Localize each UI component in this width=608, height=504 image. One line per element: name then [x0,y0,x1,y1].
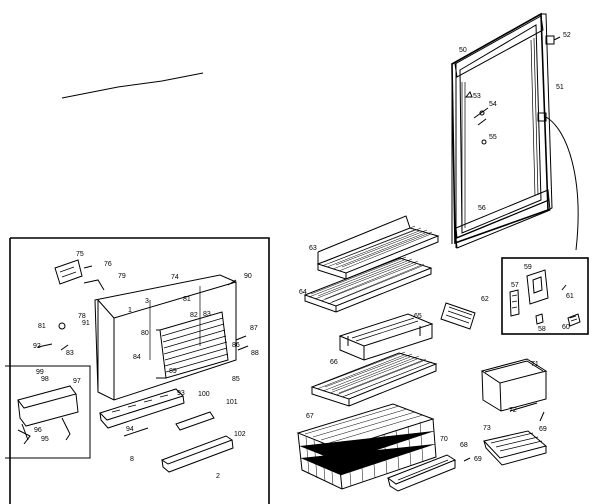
part-label-102: 102 [234,431,246,438]
heater-bar-102 [160,411,234,473]
bracket-76 [83,265,105,291]
part-label-78: 78 [78,313,86,320]
shelf-64 [303,256,433,313]
part-label-63: 63 [309,245,317,252]
fastener-81 [58,322,66,330]
part-label-96: 96 [34,427,42,434]
screw-69 [539,411,545,422]
part-label-65: 65 [414,313,422,320]
part-label-98a: 98 [41,376,49,383]
part-label-85: 85 [232,376,240,383]
wire-94 [123,427,149,437]
screw-69b [463,457,471,462]
part-label-83a: 83 [66,350,74,357]
part-label-57: 57 [511,282,519,289]
screw-90 [227,279,237,286]
part-label-91: 91 [82,320,90,327]
screws-83-92 [37,343,69,351]
inset-hinge-detail [501,257,589,335]
part-label-95: 95 [41,436,49,443]
part-label-59: 59 [524,264,532,271]
part-label-81b: 81 [183,296,191,303]
part-label-94: 94 [126,426,134,433]
bottom-rail-70 [386,454,457,492]
part-label-73: 73 [483,425,491,432]
part-label-82: 82 [190,312,198,319]
part-label-51: 51 [556,84,564,91]
thermostat-bracket [17,385,79,445]
part-label-84: 84 [133,354,141,361]
part-label-92: 92 [33,343,41,350]
part-label-79: 79 [118,273,126,280]
scan-stroke [61,72,204,99]
door-frame-assembly [451,12,579,251]
part-label-52: 52 [563,32,571,39]
part-label-93: 93 [177,390,185,397]
part-label-97: 97 [73,378,81,385]
shelf-66 [310,351,438,407]
evaporator-liner [94,274,237,401]
part-label-76: 76 [104,261,112,268]
sub-inset-frame [5,365,91,459]
part-label-2: 2 [216,473,220,480]
part-label-89: 89 [169,368,177,375]
part-label-66: 66 [330,359,338,366]
part-label-62: 62 [481,296,489,303]
part-label-88: 88 [251,350,259,357]
part-label-55: 55 [489,134,497,141]
part-label-72: 72 [509,407,517,414]
part-label-69: 69 [539,426,547,433]
ice-tray-73 [483,430,548,466]
shelf-63 [316,215,440,280]
part-label-61: 61 [566,293,574,300]
evaporator-coil-84 [156,311,229,379]
part-label-69b: 69 [474,456,482,463]
part-label-54: 54 [489,101,497,108]
part-label-87: 87 [250,325,258,332]
part-label-99: 99 [36,369,44,376]
door-bin-71 [480,358,548,412]
part-label-81a: 81 [38,323,46,330]
part-label-74: 74 [171,274,179,281]
part-label-101: 101 [226,399,238,406]
clips-86-88 [235,335,249,351]
part-label-90: 90 [244,273,252,280]
part-label-100: 100 [198,391,210,398]
part-label-68: 68 [460,442,468,449]
part-label-53: 53 [473,93,481,100]
part-label-70: 70 [440,436,448,443]
part-label-83b: 83 [203,311,211,318]
part-label-80: 80 [141,330,149,337]
drain-trough-93 [99,388,185,429]
part-label-56: 56 [478,205,486,212]
part-label-3: 3 [145,298,149,305]
shelf-65 [338,313,434,361]
part-label-60: 60 [562,324,570,331]
part-label-8: 8 [130,456,134,463]
part-label-86: 86 [232,342,240,349]
part-label-75: 75 [76,251,84,258]
part-label-58: 58 [538,326,546,333]
part-label-67: 67 [306,413,314,420]
part-label-71: 71 [531,361,539,368]
part-label-50: 50 [459,47,467,54]
vent-grille-62 [440,302,476,330]
part-label-64: 64 [299,289,307,296]
left-assembly-frame [9,237,270,504]
part-label-1: 1 [128,307,132,314]
control-housing-75 [54,259,83,285]
wire-basket-67 [296,403,437,490]
